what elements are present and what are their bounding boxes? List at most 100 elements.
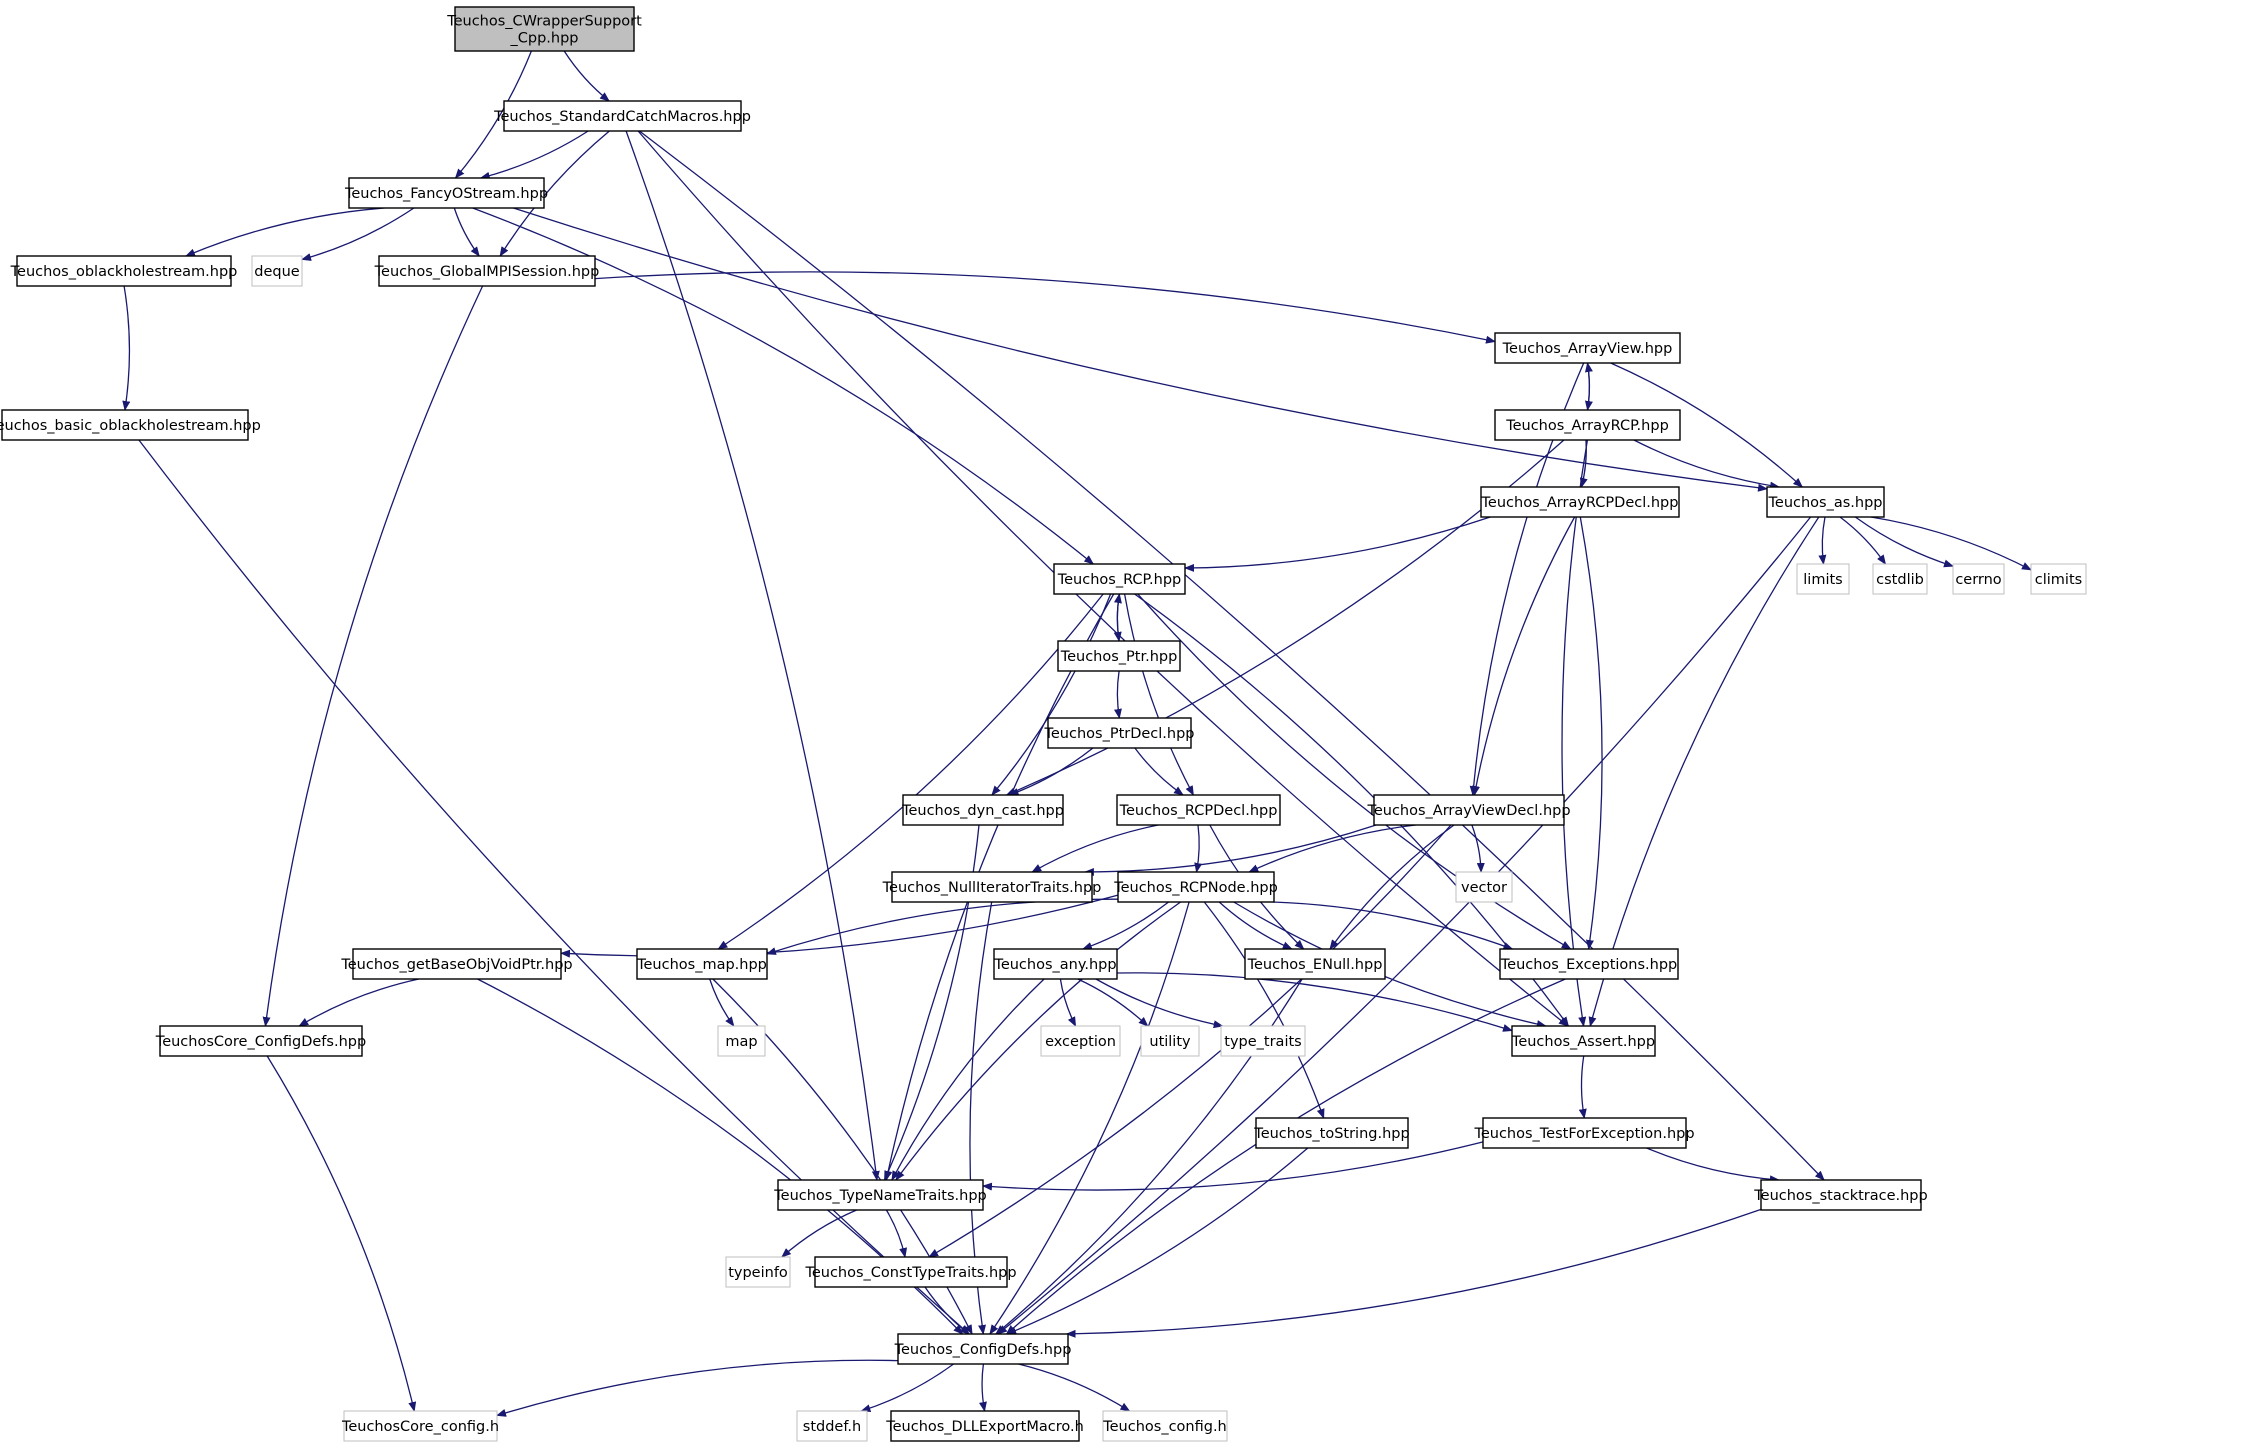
node-box [1140,1025,1200,1057]
node-box [454,6,635,52]
edge-as-to-configdefs [997,516,1812,1335]
node-box [717,1025,766,1057]
node-label: Teuchos_ConfigDefs.hpp [894,1342,1072,1358]
node-utility: utility [1140,1025,1200,1057]
edge-testfor-to-typename [982,1141,1484,1191]
node-teuchos-fancyostream-hpp[interactable]: Teuchos_FancyOStream.hpp [344,177,548,209]
node-label: Teuchos_stacktrace.hpp [1753,1188,1927,1204]
node-teuchos-typenametraits-hpp[interactable]: Teuchos_TypeNameTraits.hpp [773,1179,987,1211]
node-box [1053,563,1186,595]
edge-any-to-typetraits [1095,978,1224,1029]
node-label: _Cpp.hpp [510,31,579,47]
node-label: map [725,1034,757,1050]
edge-any-to-typename [891,978,1045,1181]
edge-ptr-to-ptrdecl [1113,670,1122,719]
edge-coreconfigdefs-to-coreconfig [266,1055,417,1412]
node-teuchos-rcpnode-hpp[interactable]: Teuchos_RCPNode.hpp [1113,871,1278,903]
node-exception: exception [1040,1025,1121,1057]
node-teuchos-arrayviewdecl-hpp[interactable]: Teuchos_ArrayViewDecl.hpp [1366,794,1571,826]
node-box [352,948,562,980]
node-label: cstdlib [1876,572,1924,588]
node-teuchos-globalmpisession-hpp[interactable]: Teuchos_GlobalMPISession.hpp [374,255,600,287]
node-teuchos-configdefs-hpp[interactable]: Teuchos_ConfigDefs.hpp [894,1333,1072,1365]
node-teuchos-assert-hpp[interactable]: Teuchos_Assert.hpp [1511,1025,1656,1057]
node-label: Teuchos_ArrayViewDecl.hpp [1366,803,1570,819]
edge-tostring-to-configdefs [1006,1147,1309,1335]
node-teuchos-nulliteratortraits-hpp[interactable]: Teuchos_NullIteratorTraits.hpp [882,871,1102,903]
node-label: stddef.h [803,1419,861,1435]
node-box [159,1025,363,1057]
node-box [343,1410,498,1442]
node-box [1373,794,1565,826]
edge-stdcatch-to-typename [625,130,880,1181]
edge-arrviewdecl-to-rcpnode [1248,824,1416,873]
edge-rcp-to-rcpdecl [1123,593,1194,796]
edge-stdcatch-to-assert [637,130,1569,1027]
edge-stdcatch-to-stacktrace [639,130,1825,1181]
node-box [1766,486,1885,518]
node-box [1760,1179,1922,1211]
node-teuchoscore-configdefs-hpp[interactable]: TeuchosCore_ConfigDefs.hpp [155,1025,366,1057]
node-box [725,1256,791,1288]
node-label: Teuchos_RCPNode.hpp [1113,880,1278,896]
node-label: Teuchos_basic_oblackholestream.hpp [0,418,261,434]
node-teuchos-dllexportmacro-h[interactable]: Teuchos_DLLExportMacro.h [885,1410,1084,1442]
edge-configdefs-to-tconfig [1018,1363,1131,1412]
node-label: TeuchosCore_ConfigDefs.hpp [155,1034,366,1050]
edge-arrrcpdecl-to-except [1579,516,1603,950]
node-box [814,1256,1008,1288]
edge-arrview-to-as [1610,362,1804,488]
node-teuchos-dyn-cast-hpp[interactable]: Teuchos_dyn_cast.hpp [901,794,1064,826]
edge-getbase-to-coreconfigdefs [298,978,419,1027]
node-teuchos-cwrappersupport-cpp-hpp[interactable]: Teuchos_CWrapperSupport_Cpp.hpp [446,6,642,52]
edge-as-to-cerrno [1854,516,1954,568]
node-label: Teuchos_any.hpp [993,957,1116,973]
node-box [1482,1117,1687,1149]
edge-ptrdecl-to-dyncast [1008,747,1094,796]
node-label: Teuchos_RCP.hpp [1057,572,1182,588]
edge-arrviewdecl-to-enull [1329,824,1455,950]
edge-as-to-cstdlib [1839,516,1887,565]
node-teuchos-getbaseobjvoidptr-hpp[interactable]: Teuchos_getBaseObjVoidPtr.hpp [340,948,573,980]
node-cerrno: cerrno [1952,563,2005,595]
node-teuchos-basic-oblackholestream-hpp[interactable]: Teuchos_basic_oblackholestream.hpp [0,409,261,441]
node-teuchos-any-hpp[interactable]: Teuchos_any.hpp [993,948,1118,980]
node-teuchos-exceptions-hpp[interactable]: Teuchos_Exceptions.hpp [1499,948,1679,980]
node-teuchos-arrayview-hpp[interactable]: Teuchos_ArrayView.hpp [1494,332,1681,364]
node-label: limits [1803,572,1842,588]
node-teuchos-consttypetraits-hpp[interactable]: Teuchos_ConstTypeTraits.hpp [804,1256,1017,1288]
node-box [1255,1117,1409,1149]
edge-fancy-to-as [513,207,1768,492]
node-box [891,871,1093,903]
node-teuchos-ptrdecl-hpp[interactable]: Teuchos_PtrDecl.hpp [1043,717,1195,749]
node-teuchos-enull-hpp[interactable]: Teuchos_ENull.hpp [1244,948,1386,980]
node-teuchos-map-hpp[interactable]: Teuchos_map.hpp [636,948,768,980]
node-label: Teuchos_PtrDecl.hpp [1043,726,1194,742]
node-teuchos-standardcatchmacros-hpp[interactable]: Teuchos_StandardCatchMacros.hpp [493,100,751,132]
node-teuchos-arrayrcpdecl-hpp[interactable]: Teuchos_ArrayRCPDecl.hpp [1480,486,1680,518]
node-label: TeuchosCore_config.h [341,1419,499,1435]
node-teuchos-stacktrace-hpp[interactable]: Teuchos_stacktrace.hpp [1753,1179,1928,1211]
node-box [1872,563,1928,595]
node-teuchos-testforexception-hpp[interactable]: Teuchos_TestForException.hpp [1473,1117,1695,1149]
node-label: Teuchos_toString.hpp [1253,1126,1409,1142]
node-label: cerrno [1955,572,2001,588]
node-teuchos-arrayrcp-hpp[interactable]: Teuchos_ArrayRCP.hpp [1494,409,1681,441]
edge-rcpnode-to-typename [895,901,1181,1181]
edge-stdcatch-to-mpi [499,130,610,257]
edge-rcpdecl-to-nulliter [1031,824,1159,873]
node-teuchos-rcpdecl-hpp[interactable]: Teuchos_RCPDecl.hpp [1116,794,1281,826]
node-typeinfo: typeinfo [725,1256,791,1288]
edge-configdefs-to-stddef [860,1363,954,1413]
node-teuchos-rcp-hpp[interactable]: Teuchos_RCP.hpp [1053,563,1186,595]
edge-configdefs-to-dllexport [979,1363,987,1412]
node-label: typeinfo [728,1265,788,1281]
node-box [1057,640,1181,672]
node-teuchos-tostring-hpp[interactable]: Teuchos_toString.hpp [1253,1117,1410,1149]
edge-arrrcpdecl-to-arrviewdecl [1472,516,1576,796]
node-teuchos-oblackholestream-hpp[interactable]: Teuchos_oblackholestream.hpp [10,255,238,287]
node-teuchos-as-hpp[interactable]: Teuchos_as.hpp [1766,486,1885,518]
node-box [1047,717,1192,749]
node-teuchos-ptr-hpp[interactable]: Teuchos_Ptr.hpp [1057,640,1181,672]
